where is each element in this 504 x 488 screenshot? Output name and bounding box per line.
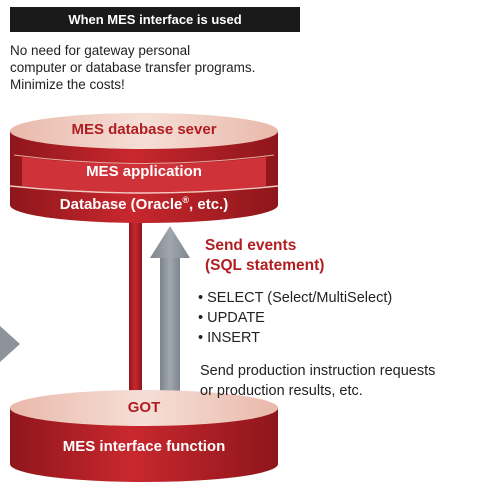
mes-interface-function-label: MES interface function xyxy=(62,438,226,455)
send-events-line: (SQL statement) xyxy=(205,257,325,274)
send-events-line: Send events xyxy=(205,237,297,254)
list-item: • SELECT (Select/MultiSelect) xyxy=(198,290,393,306)
send-note: Send production instruction requests or … xyxy=(200,361,435,401)
list-item: • INSERT xyxy=(198,330,261,346)
got-title: GOT xyxy=(127,399,161,416)
sql-statement-list: • SELECT (Select/MultiSelect) • UPDATE •… xyxy=(198,288,392,348)
database-label-suffix: , etc.) xyxy=(189,196,229,213)
got-device xyxy=(10,390,278,482)
intro-line: computer or database transfer programs. xyxy=(10,60,256,75)
intro-line: No need for gateway personal xyxy=(10,43,191,58)
incoming-arrow-fragment xyxy=(0,326,20,362)
database-label: Database (Oracle®, etc.) xyxy=(10,195,278,213)
note-line: Send production instruction requests xyxy=(200,363,436,379)
intro-text: No need for gateway personal computer or… xyxy=(10,42,330,93)
intro-line: Minimize the costs! xyxy=(10,77,125,92)
mes-application-label: MES application xyxy=(86,163,202,180)
server-title: MES database sever xyxy=(71,121,217,138)
send-events-arrow xyxy=(150,226,190,420)
registered-mark: ® xyxy=(182,195,190,205)
send-events-label: Send events (SQL statement) xyxy=(205,236,324,276)
section-banner: When MES interface is used xyxy=(10,7,300,32)
mes-database-server xyxy=(9,113,279,223)
note-line: or production results, etc. xyxy=(200,383,363,399)
connection-cable xyxy=(129,210,142,418)
list-item: • UPDATE xyxy=(198,310,265,326)
database-label-text: Database (Oracle xyxy=(59,196,183,213)
